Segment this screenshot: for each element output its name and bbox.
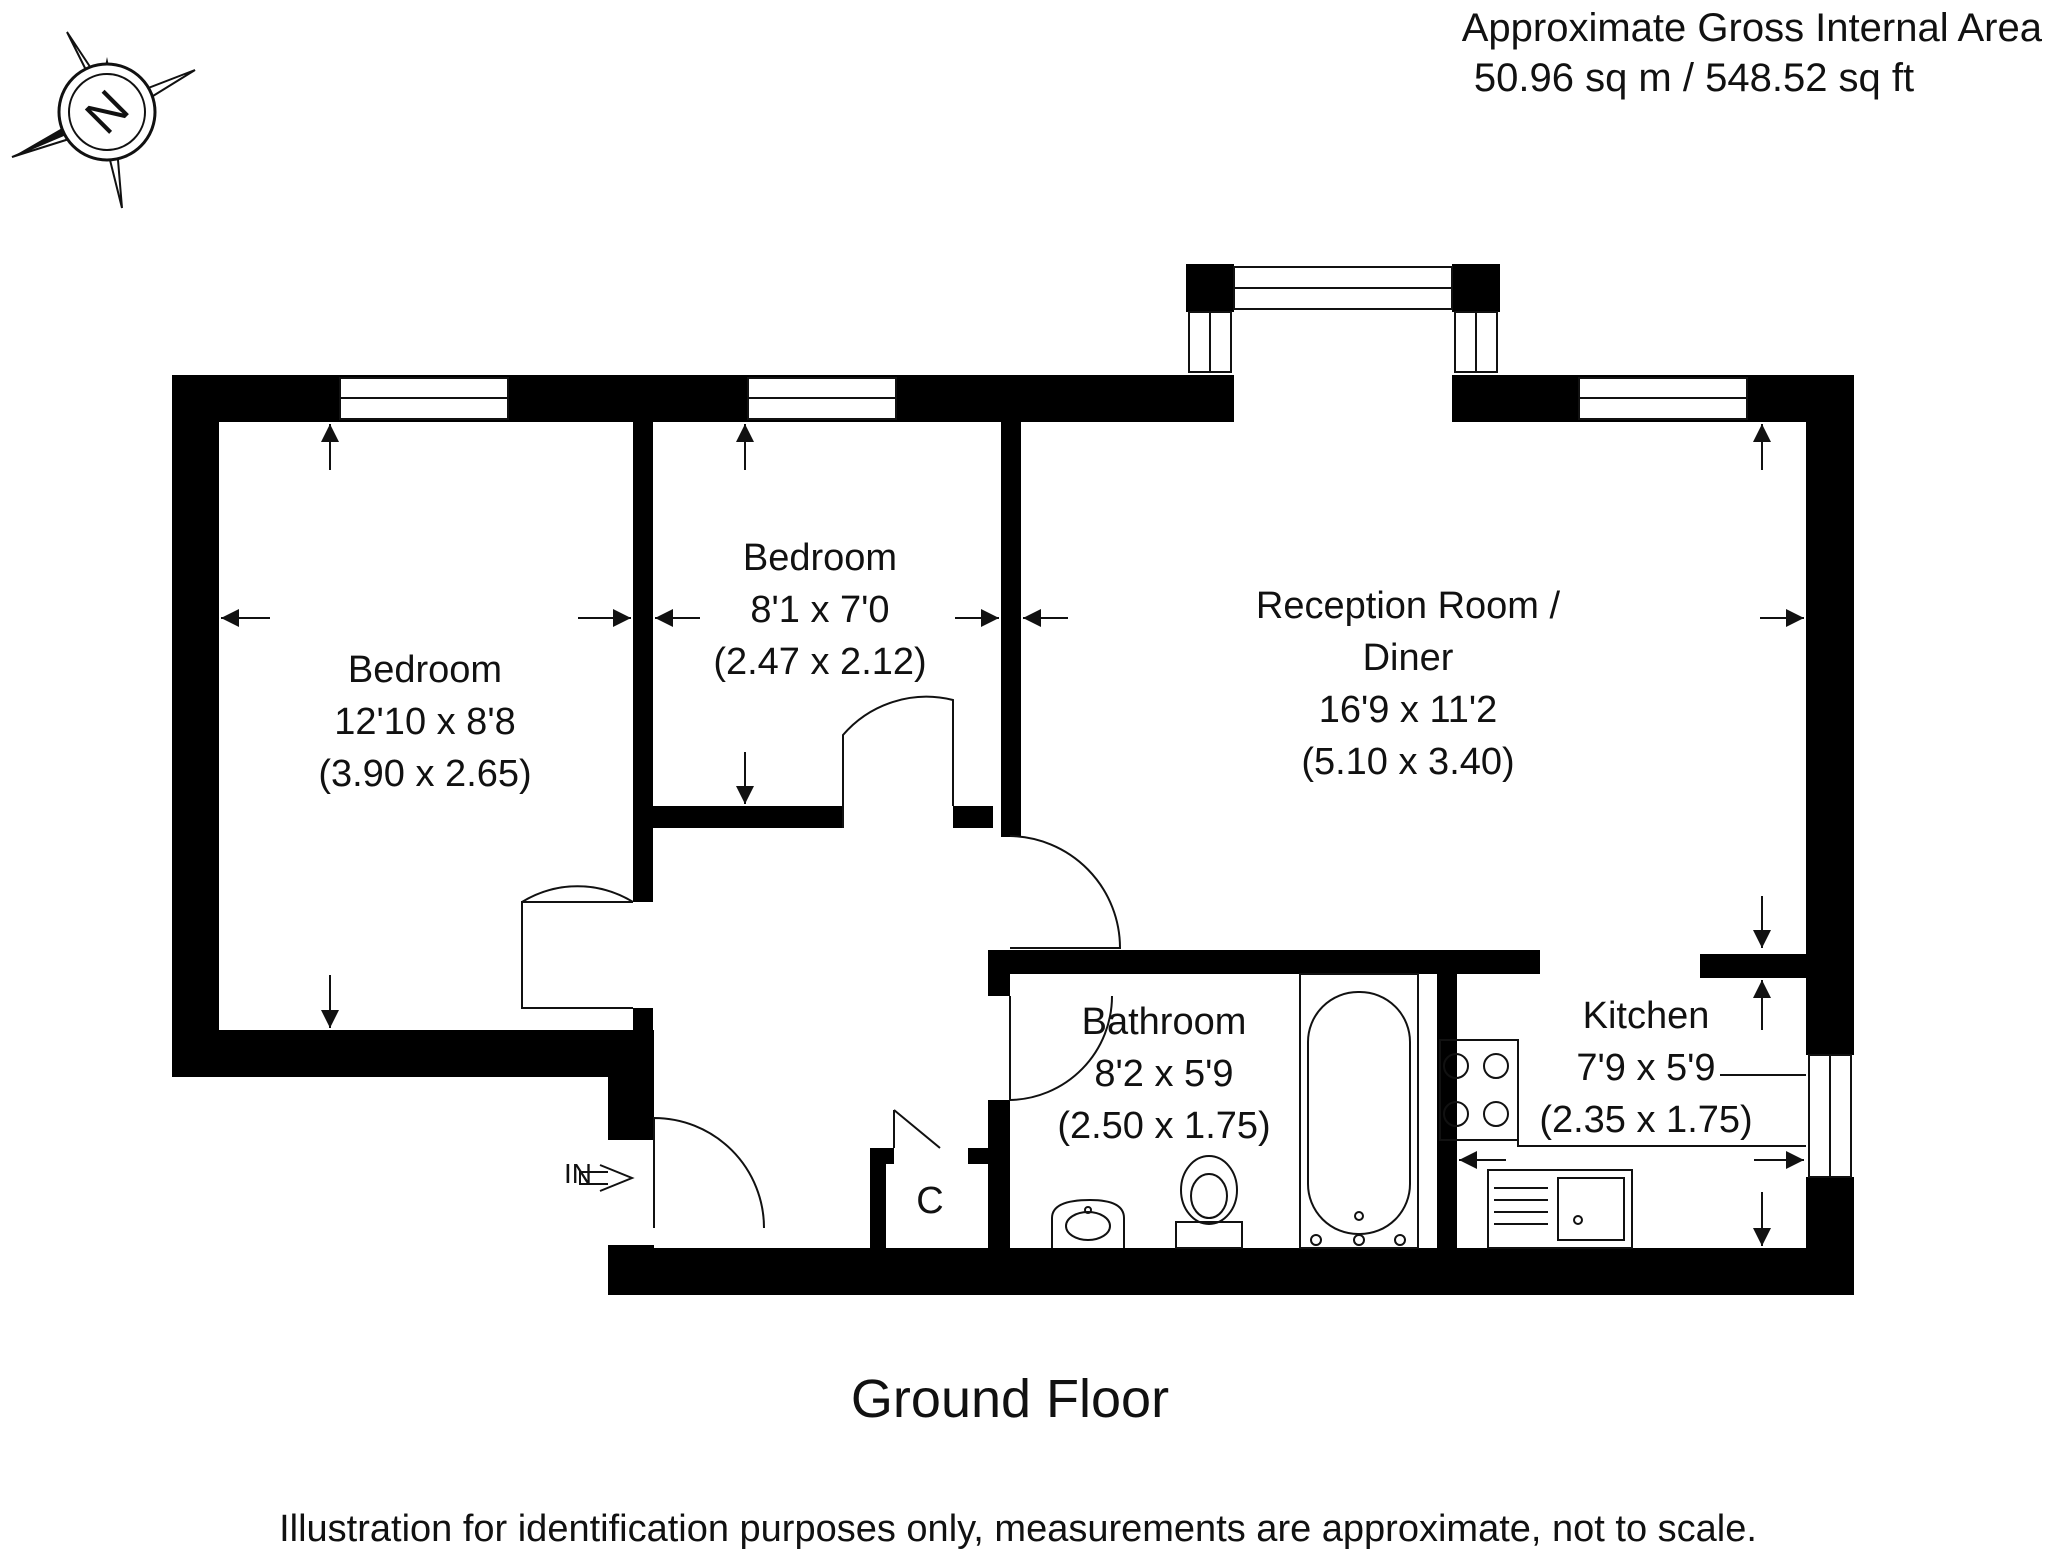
room-label-bedroom-1: Bedroom 12'10 x 8'8 (3.90 x 2.65) bbox=[318, 644, 531, 800]
room-size-metric: (5.10 x 3.40) bbox=[1301, 741, 1515, 783]
floor-title: Ground Floor bbox=[850, 1369, 1170, 1429]
room-name: Kitchen bbox=[1582, 995, 1710, 1037]
room-size-metric: (3.90 x 2.65) bbox=[318, 753, 532, 795]
room-name: Bedroom bbox=[347, 649, 503, 691]
cupboard-label: C bbox=[916, 1180, 944, 1222]
door-swings bbox=[521, 695, 1122, 1229]
room-name: Bathroom bbox=[1081, 1001, 1247, 1043]
room-name-line2: Diner bbox=[1362, 637, 1454, 679]
room-label-bathroom: Bathroom 8'2 x 5'9 (2.50 x 1.75) bbox=[1057, 996, 1270, 1152]
kitchen-sink-icon bbox=[1487, 1040, 1806, 1249]
disclaimer: Illustration for identification purposes… bbox=[279, 1508, 1757, 1550]
room-label-reception: Reception Room / Diner 16'9 x 11'2 (5.10… bbox=[1256, 580, 1560, 788]
entrance-arrow-icon bbox=[579, 1164, 635, 1192]
dimension-arrows bbox=[221, 424, 1804, 1246]
room-label-bedroom-2: Bedroom 8'1 x 7'0 (2.47 x 2.12) bbox=[713, 532, 926, 688]
internal-walls bbox=[633, 422, 1806, 1248]
room-label-kitchen: Kitchen 7'9 x 5'9 (2.35 x 1.75) bbox=[1539, 990, 1752, 1146]
room-name-line1: Reception Room / bbox=[1255, 585, 1561, 627]
gross-internal-area-title: Approximate Gross Internal Area bbox=[1461, 6, 2042, 50]
gross-internal-area-value: 50.96 sq m / 548.52 sq ft bbox=[1473, 56, 1915, 100]
toilet-icon bbox=[1175, 1155, 1243, 1249]
bath-icon bbox=[1299, 973, 1419, 1249]
north-compass-icon: N bbox=[11, 31, 196, 209]
room-name: Bedroom bbox=[742, 537, 898, 579]
room-size-imperial: 12'10 x 8'8 bbox=[334, 701, 516, 743]
windows bbox=[339, 266, 1852, 1178]
basin-icon bbox=[1051, 1198, 1125, 1248]
room-size-metric: (2.47 x 2.12) bbox=[713, 641, 927, 683]
room-size-imperial: 7'9 x 5'9 bbox=[1576, 1047, 1716, 1089]
room-size-imperial: 16'9 x 11'2 bbox=[1318, 689, 1498, 731]
room-size-imperial: 8'1 x 7'0 bbox=[750, 589, 890, 631]
room-size-metric: (2.35 x 1.75) bbox=[1539, 1099, 1753, 1141]
room-size-imperial: 8'2 x 5'9 bbox=[1094, 1053, 1234, 1095]
outer-walls bbox=[172, 264, 1854, 1295]
room-size-metric: (2.50 x 1.75) bbox=[1057, 1105, 1271, 1147]
entrance-label: IN bbox=[564, 1158, 592, 1189]
